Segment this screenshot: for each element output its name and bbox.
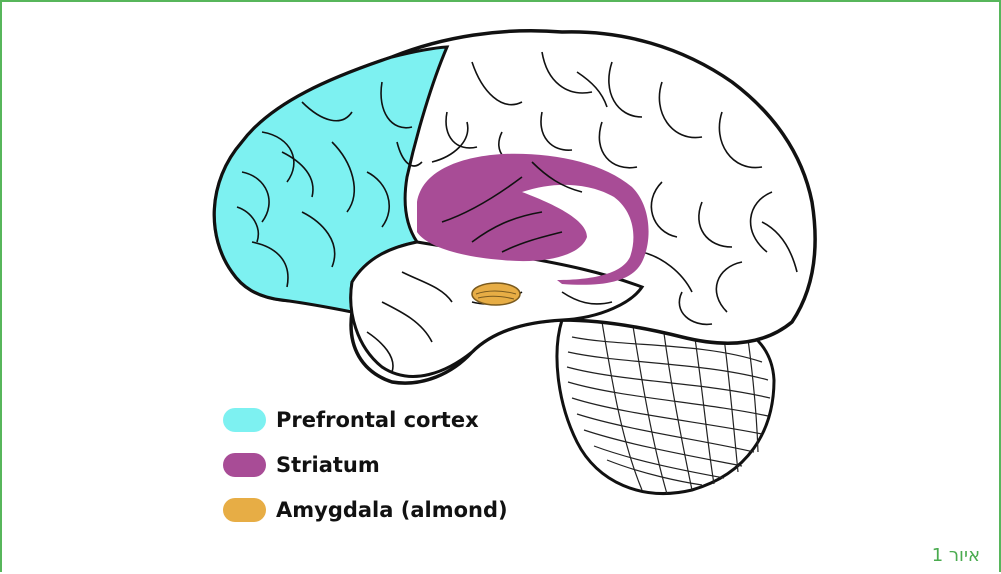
amygdala-region [472, 283, 520, 305]
legend-item-striatum: Striatum [223, 450, 380, 480]
legend-label: Amygdala (almond) [276, 498, 508, 522]
figure-caption: איור 1 [932, 545, 980, 566]
legend-swatch [223, 498, 266, 522]
legend-label: Striatum [276, 453, 380, 477]
legend-swatch [223, 408, 266, 432]
legend-item-amygdala: Amygdala (almond) [223, 495, 508, 525]
legend-swatch [223, 453, 266, 477]
legend-label: Prefrontal cortex [276, 408, 479, 432]
legend-item-prefrontal-cortex: Prefrontal cortex [223, 405, 479, 435]
